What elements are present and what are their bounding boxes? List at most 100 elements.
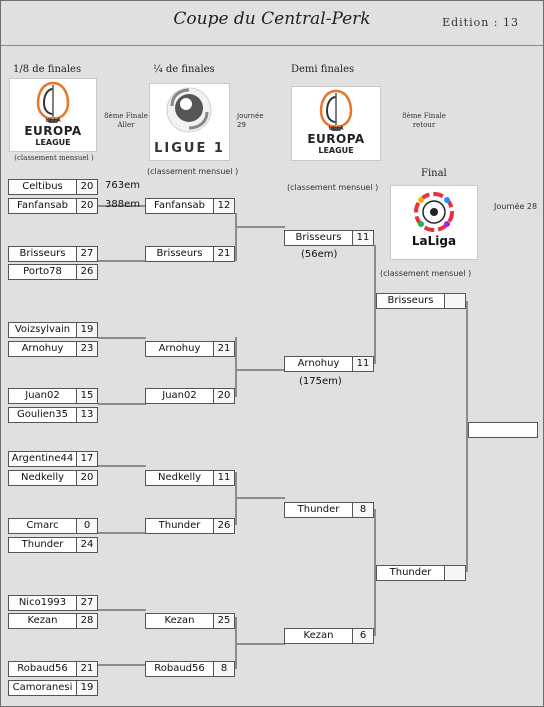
team-name: Nico1993 [18,597,67,608]
team-score: 20 [76,180,97,194]
team-name: Goulien35 [17,409,68,420]
team-name: Thunder [158,520,201,531]
team-name: Juan02 [25,390,60,401]
r16-slot: Celtibus 20 [8,179,98,195]
r16-slot: Goulien35 13 [8,407,98,423]
qf-slot: Robaud56 8 [145,661,235,677]
team-score: 28 [76,614,97,628]
r16-slot: Nico1993 27 [8,595,98,611]
team-name: Robaud56 [17,663,68,674]
team-name: Arnohuy [21,343,64,354]
team-score [444,294,465,308]
team-score: 8 [352,503,373,517]
qf-slot: Thunder 26 [145,518,235,534]
team-score: 19 [76,323,97,337]
team-name: Arnohuy [297,358,340,369]
team-score: 8 [213,662,234,676]
final-ranking-note: (classement mensuel ) [380,269,472,278]
sf-leg-note: 8ème Finale retour [402,112,446,129]
r16-slot: Thunder 24 [8,537,98,553]
qf-ranking-note: (classement mensuel ) [147,167,239,176]
team-name: Celtibus [22,181,63,192]
team-score: 11 [213,471,234,485]
team-score: 25 [213,614,234,628]
team-name: Brisseurs [156,248,203,259]
europa-league-logo-2: UEFA EUROPA LEAGUE [291,86,381,161]
qf-slot: Juan02 20 [145,388,235,404]
team-name: Voizsylvain [14,324,71,335]
ranking-extra: (56em) [301,249,338,260]
team-score: 27 [76,596,97,610]
r16-slot: Robaud56 21 [8,661,98,677]
team-score: 20 [76,199,97,213]
team-score: 13 [76,408,97,422]
team-score: 21 [213,247,234,261]
laliga-text: LaLiga [411,234,457,248]
round-title-sf: Demi finales [291,64,355,75]
team-score: 24 [76,538,97,552]
team-name: Cmarc [26,520,59,531]
final-journee-note: Journée 28 [494,202,538,211]
team-score: 19 [76,681,97,695]
team-name: Camoranesi [12,682,73,693]
europa-uefa-text-2: UEFA [328,125,344,132]
europa-league-logo: UEFA EUROPA LEAGUE [9,78,97,152]
team-score: 12 [213,199,234,213]
team-name: Brisseurs [19,248,66,259]
europa-text: EUROPA [24,124,82,138]
team-score: 0 [76,519,97,533]
team-score: 6 [352,629,373,643]
team-name: Thunder [21,539,64,550]
header: Coupe du Central-Perk Edition : 13 [1,1,543,46]
team-score: 21 [76,662,97,676]
europa-text-2: EUROPA [307,132,365,146]
team-score: 23 [76,342,97,356]
ranking-extra: (175em) [299,376,342,387]
final-slot: Brisseurs [376,293,466,309]
team-name: Argentine44 [11,453,74,464]
sf-ranking-note: (classement mensuel ) [287,183,379,192]
team-score: 21 [213,342,234,356]
team-name: Brisseurs [387,295,434,306]
team-score: 17 [76,452,97,466]
winner-slot [468,422,538,438]
team-score: 20 [213,389,234,403]
round-title-qf: ¼ de finales [153,64,215,75]
team-name: Nedkelly [20,472,65,483]
team-score: 11 [352,231,373,245]
team-name: Porto78 [23,266,62,277]
qf-slot: Arnohuy 21 [145,341,235,357]
r16-slot: Nedkelly 20 [8,470,98,486]
laliga-logo: LaLiga [390,185,478,260]
team-name: Thunder [297,504,340,515]
team-name: Robaud56 [154,663,205,674]
team-name: Nedkelly [157,472,202,483]
team-name: Juan02 [162,390,197,401]
ligue1-text: LIGUE 1 [154,141,225,156]
team-name: Brisseurs [295,232,342,243]
team-name: Arnohuy [158,343,201,354]
winner-name [469,423,537,437]
sf-slot: Arnohuy 11 [284,356,374,372]
qf-slot: Brisseurs 21 [145,246,235,262]
r16-slot: Cmarc 0 [8,518,98,534]
team-score: 26 [213,519,234,533]
team-score: 27 [76,247,97,261]
league-text: LEAGUE [35,138,71,147]
team-name: Kezan [303,630,334,641]
team-name: Thunder [389,567,432,578]
page-title: Coupe du Central-Perk [173,9,371,29]
qf-slot: Nedkelly 11 [145,470,235,486]
edition-label: Edition : 13 [442,16,519,29]
team-score [444,566,465,580]
team-score: 11 [352,357,373,371]
team-score: 20 [76,471,97,485]
qf-journee-note: Journée 29 [237,112,264,129]
